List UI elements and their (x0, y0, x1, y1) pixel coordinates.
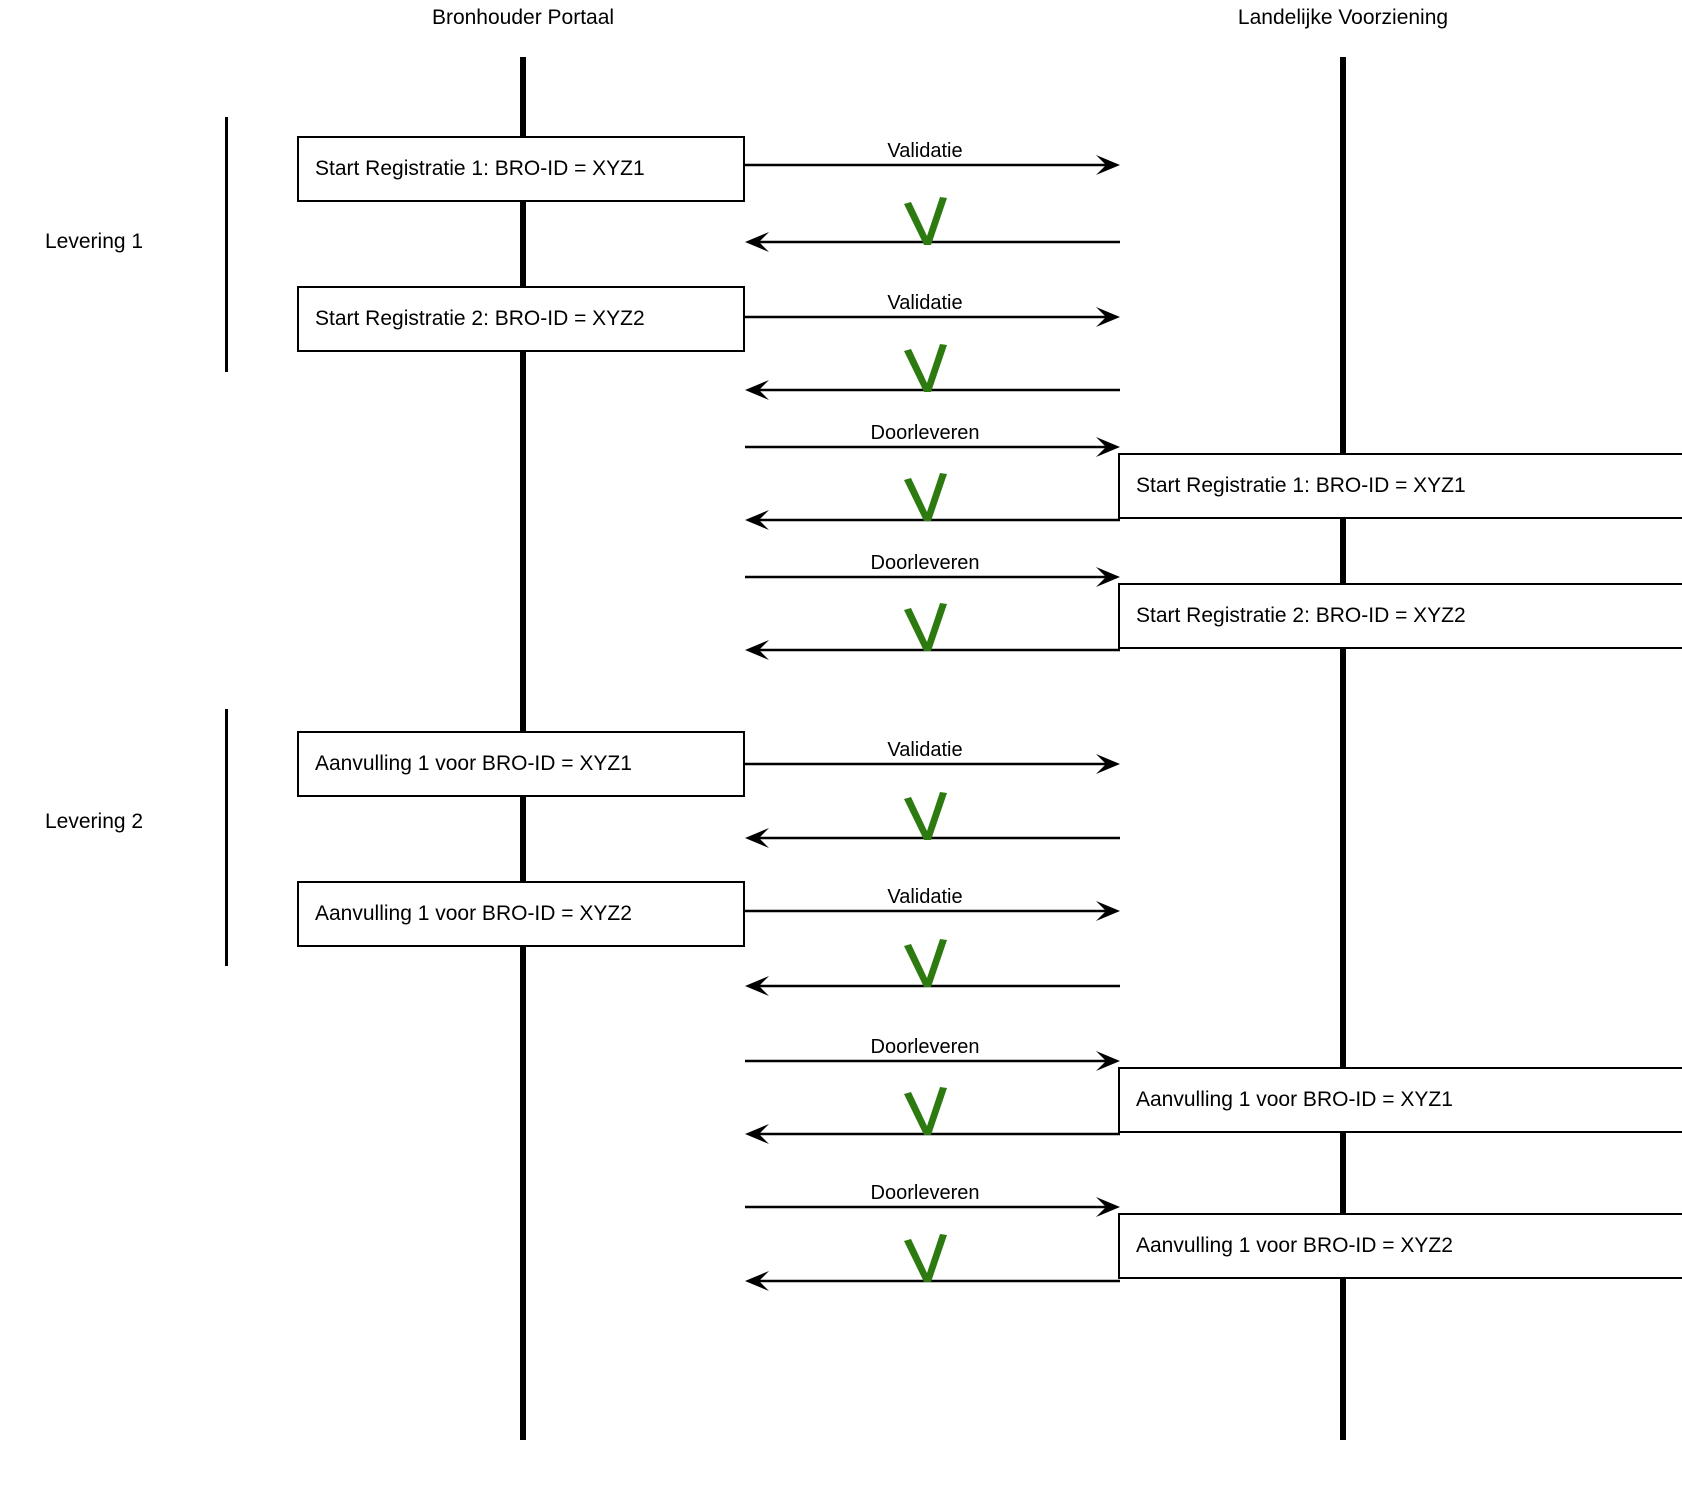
group-bracket-levering-1 (225, 117, 228, 372)
arrow-arrow-2 (745, 229, 1120, 255)
message-box-label: Start Registratie 1: BRO-ID = XYZ1 (1136, 474, 1466, 497)
message-box-box-left-2: Start Registratie 2: BRO-ID = XYZ2 (297, 286, 745, 352)
lifeline-label-bronhouder: Bronhouder Portaal (431, 6, 615, 29)
checkmark-icon (900, 1233, 960, 1285)
message-box-label: Start Registratie 1: BRO-ID = XYZ1 (315, 157, 645, 180)
arrow-label-arrow-1: Validatie (887, 140, 963, 162)
message-box-box-left-3: Aanvulling 1 voor BRO-ID = XYZ1 (297, 731, 745, 797)
arrow-arrow-10 (745, 825, 1120, 851)
message-box-label: Start Registratie 2: BRO-ID = XYZ2 (315, 307, 645, 330)
arrow-label-arrow-5: Doorleveren (870, 422, 980, 444)
checkmark-icon (900, 938, 960, 990)
arrow-arrow-14 (745, 1121, 1120, 1147)
message-box-label: Aanvulling 1 voor BRO-ID = XYZ1 (1136, 1088, 1453, 1111)
checkmark-icon (900, 602, 960, 654)
message-box-label: Aanvulling 1 voor BRO-ID = XYZ2 (315, 902, 632, 925)
arrow-label-arrow-7: Doorleveren (870, 552, 980, 574)
checkmark-icon (900, 472, 960, 524)
arrow-label-arrow-3: Validatie (887, 292, 963, 314)
group-label-levering-1: Levering 1 (45, 230, 144, 253)
arrow-label-arrow-9: Validatie (887, 739, 963, 761)
message-box-box-right-1: Start Registratie 1: BRO-ID = XYZ1 (1118, 453, 1682, 519)
message-box-box-right-4: Aanvulling 1 voor BRO-ID = XYZ2 (1118, 1213, 1682, 1279)
message-box-label: Aanvulling 1 voor BRO-ID = XYZ1 (315, 752, 632, 775)
lifeline-landelijke (1340, 57, 1346, 1440)
arrow-label-arrow-13: Doorleveren (870, 1036, 980, 1058)
arrow-arrow-16 (745, 1268, 1120, 1294)
message-box-box-left-4: Aanvulling 1 voor BRO-ID = XYZ2 (297, 881, 745, 947)
group-bracket-levering-2 (225, 709, 228, 966)
arrow-arrow-12 (745, 973, 1120, 999)
message-box-label: Start Registratie 2: BRO-ID = XYZ2 (1136, 604, 1466, 627)
arrow-arrow-6 (745, 507, 1120, 533)
arrow-label-arrow-11: Validatie (887, 886, 963, 908)
message-box-box-right-2: Start Registratie 2: BRO-ID = XYZ2 (1118, 583, 1682, 649)
lifeline-label-landelijke: Landelijke Voorziening (1237, 6, 1449, 29)
checkmark-icon (900, 196, 960, 248)
message-box-label: Aanvulling 1 voor BRO-ID = XYZ2 (1136, 1234, 1453, 1257)
arrow-arrow-8 (745, 637, 1120, 663)
arrow-label-arrow-15: Doorleveren (870, 1182, 980, 1204)
checkmark-icon (900, 791, 960, 843)
message-box-box-left-1: Start Registratie 1: BRO-ID = XYZ1 (297, 136, 745, 202)
group-label-levering-2: Levering 2 (45, 810, 144, 833)
checkmark-icon (900, 1086, 960, 1138)
checkmark-icon (900, 343, 960, 395)
message-box-box-right-3: Aanvulling 1 voor BRO-ID = XYZ1 (1118, 1067, 1682, 1133)
arrow-arrow-4 (745, 377, 1120, 403)
